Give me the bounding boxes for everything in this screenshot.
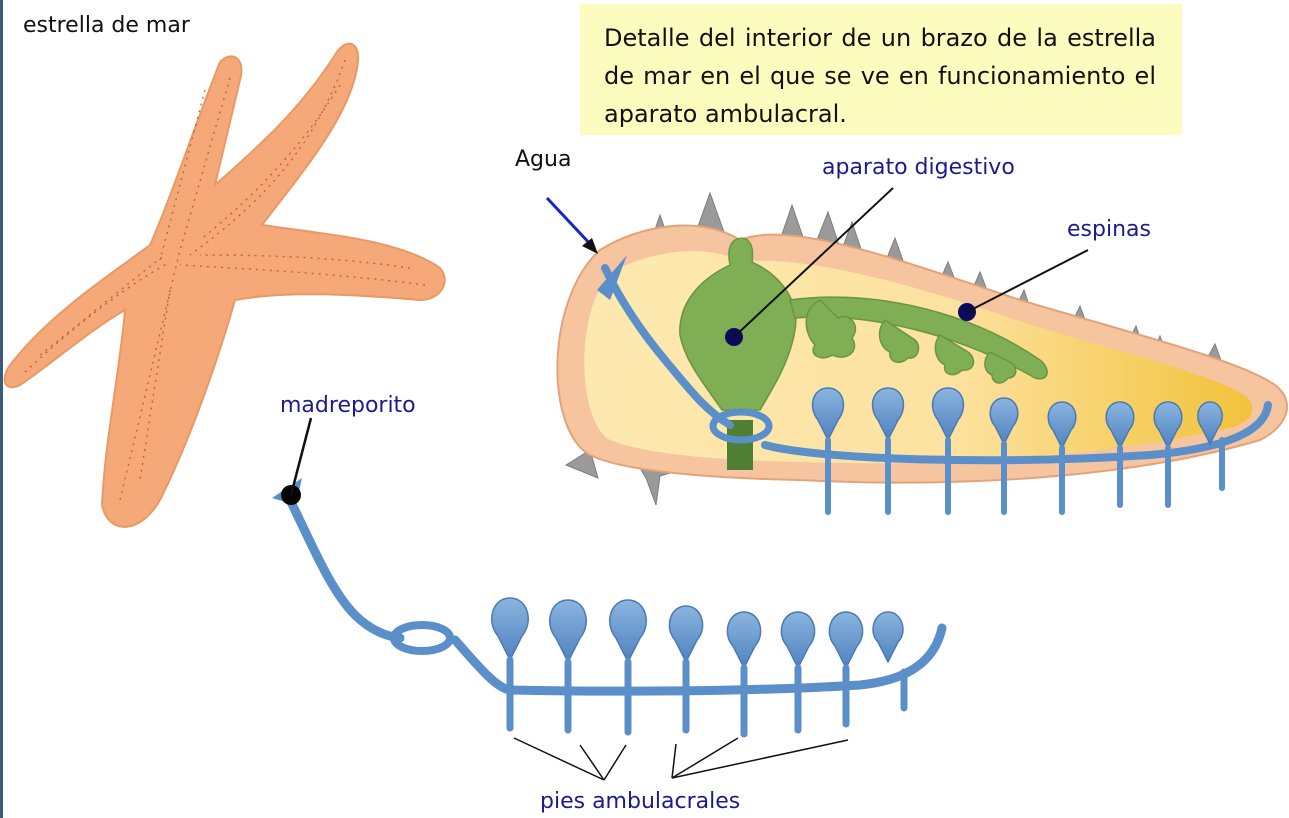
arm-section	[547, 188, 1287, 512]
starfish-illustration	[5, 44, 445, 527]
starfish-label: estrella de mar	[23, 15, 190, 37]
madreporite-label: madreporito	[280, 395, 416, 417]
ampullae	[492, 598, 903, 668]
podia-stems	[510, 660, 904, 734]
digestive-system-label: aparato digestivo	[822, 157, 1015, 179]
spines-label: espinas	[1067, 219, 1151, 241]
madreporite-pointer-line	[291, 418, 311, 495]
tube-feet-label: pies ambulacrales	[540, 791, 740, 813]
description-note: Detalle del interior de un brazo de la e…	[580, 4, 1182, 135]
water-arrow	[547, 198, 598, 254]
water-label: Agua	[515, 149, 571, 171]
starfish-body	[5, 44, 445, 527]
tube-feet-pointer-lines	[514, 738, 848, 780]
